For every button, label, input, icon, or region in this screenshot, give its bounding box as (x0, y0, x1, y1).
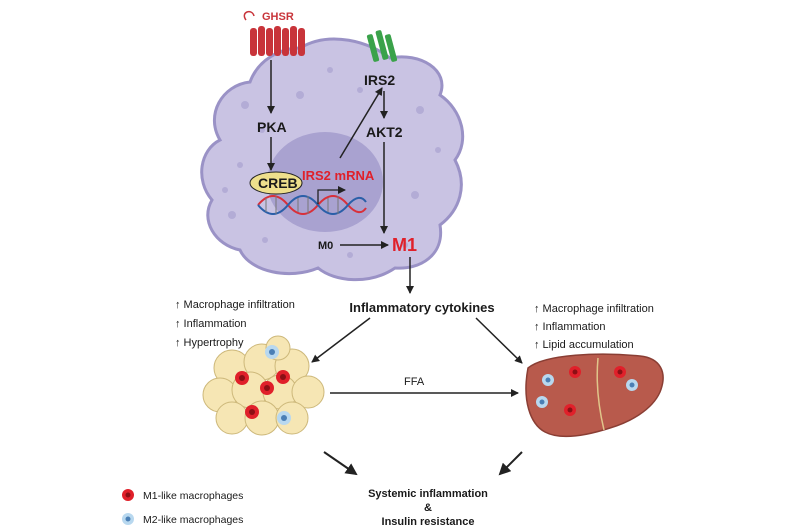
liver-macrophages (536, 366, 638, 416)
adipose-effect-1: ↑ Macrophage infiltration (175, 299, 295, 311)
transcription-arrow (317, 186, 346, 204)
legend-m2-icon (122, 513, 134, 525)
dna-helix-icon (257, 195, 367, 215)
adipose-effect-3: ↑ Hypertrophy (175, 337, 244, 349)
m1-macrophage-icon (569, 366, 581, 378)
ffa-label: FFA (404, 376, 425, 388)
macrophage-cell (200, 37, 465, 282)
ghsr-label: GHSR (262, 11, 294, 23)
outcome-line-1: Systemic inflammation (368, 488, 488, 500)
m2-macrophage-icon (626, 379, 638, 391)
adipose-macrophages (235, 345, 291, 425)
creb-label: CREB (258, 175, 298, 191)
liver (525, 353, 664, 438)
irs2-label: IRS2 (364, 72, 395, 88)
adipose-effect-2: ↑ Inflammation (175, 318, 247, 330)
liver-effect-1: ↑ Macrophage infiltration (534, 303, 654, 315)
nucleus (267, 132, 383, 232)
arrow-cytokines-liver (475, 317, 523, 364)
arrow-mrna-irs2 (339, 87, 383, 159)
m2-macrophage-icon (265, 345, 279, 359)
m1-label: M1 (392, 235, 417, 255)
m1-macrophage-icon (235, 371, 249, 385)
cytoplasm-speckles (222, 67, 441, 258)
outcome-line-3: Insulin resistance (382, 516, 475, 528)
liver-effect-3: ↑ Lipid accumulation (534, 339, 634, 351)
irs2-mrna-label: IRS2 mRNA (302, 168, 375, 183)
akt2-label: AKT2 (366, 124, 403, 140)
arrow-cytokines-adipose (311, 317, 371, 363)
legend-m1-label: M1-like macrophages (143, 490, 243, 502)
m0-label: M0 (318, 240, 333, 252)
m1-macrophage-icon (614, 366, 626, 378)
liver-shape (525, 353, 664, 438)
legend: M1-like macrophages M2-like macrophages (122, 489, 243, 526)
legend-m2-label: M2-like macrophages (143, 514, 243, 526)
m2-macrophage-icon (536, 396, 548, 408)
m2-macrophage-icon (277, 411, 291, 425)
liver-effects: ↑ Macrophage infiltration ↑ Inflammation… (534, 303, 654, 351)
outcome: Systemic inflammation & Insulin resistan… (368, 488, 488, 528)
m1-macrophage-icon (245, 405, 259, 419)
arrow-liver-outcome (498, 451, 523, 476)
arrow-adipose-outcome (323, 451, 358, 476)
m1-macrophage-icon (564, 404, 576, 416)
adipose-effects: ↑ Macrophage infiltration ↑ Inflammation… (175, 299, 295, 349)
insulin-receptor-icon (366, 30, 398, 62)
m1-macrophage-icon (260, 381, 274, 395)
liver-effect-2: ↑ Inflammation (534, 321, 606, 333)
pka-label: PKA (257, 119, 287, 135)
m1-macrophage-icon (276, 370, 290, 384)
outcome-line-2: & (424, 502, 432, 514)
ghsr-receptor-icon (243, 10, 305, 56)
legend-m1-icon (122, 489, 134, 501)
m2-macrophage-icon (542, 374, 554, 386)
cytokines-label: Inflammatory cytokines (349, 300, 494, 315)
creb-oval (249, 171, 303, 195)
